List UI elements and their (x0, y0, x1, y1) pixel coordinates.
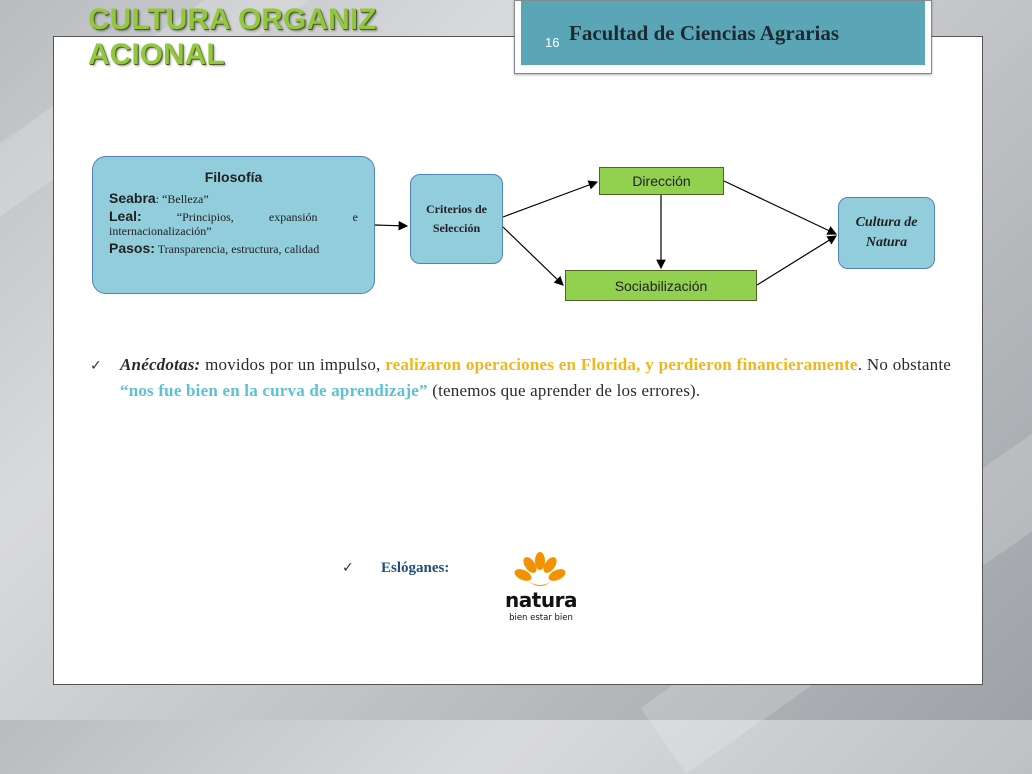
arrow-criterios-sociabilizacion (502, 226, 564, 286)
anecdotas-paragraph: Anécdotas: movidos por un impulso, reali… (120, 352, 951, 404)
svg-text:bien estar bien: bien estar bien (509, 613, 573, 623)
pasos-line: Pasos: Transparencia, estructura, calida… (109, 241, 358, 256)
arrow-sociabilizacion-cultura (756, 235, 838, 286)
leal-line: Leal: “Principios, expansión e internaci… (109, 209, 358, 238)
anecdotas-highlight-florida: realizaron operaciones en Florida, y per… (385, 355, 858, 374)
diagram-arrows (374, 180, 838, 286)
anecdotas-highlight-curva: “nos fue bien en la curva de aprendizaje… (120, 381, 428, 400)
arrow-direccion-cultura (723, 180, 838, 235)
direccion-box: Dirección (599, 167, 724, 195)
seabra-text: : “Belleza” (155, 192, 209, 206)
filosofia-box: Filosofía Seabra: “Belleza” Leal: “Princ… (92, 156, 375, 294)
leal-key: Leal: (109, 208, 142, 224)
sociabilizacion-box: Sociabilización (565, 270, 757, 301)
criterios-box: Criterios de Selección (410, 174, 503, 264)
filosofia-heading: Filosofía (204, 169, 263, 185)
seabra-key: Seabra (109, 190, 156, 206)
faculty-title: Facultad de Ciencias Agrarias (569, 21, 840, 45)
anecdotas-text-3: (tenemos que aprender de los errores). (427, 381, 701, 400)
direccion-label: Dirección (632, 173, 691, 189)
header-banner: 16 Facultad de Ciencias Agrarias (521, 1, 925, 65)
natura-logo-icon: natura bien estar bien (505, 552, 577, 623)
header-box: 16 Facultad de Ciencias Agrarias (514, 0, 932, 74)
arrow-criterios-direccion (502, 180, 599, 218)
leal-text: “Principios, expansión e internacionaliz… (109, 210, 358, 238)
seabra-line: Seabra: “Belleza” (109, 191, 358, 206)
sociabilizacion-label: Sociabilización (614, 277, 708, 294)
anecdotas-text-1: movidos por un impulso, (200, 355, 386, 374)
pasos-key: Pasos: (109, 240, 155, 256)
checkmark-icon: ✓ (90, 358, 102, 374)
pasos-text: Transparencia, estructura, calidad (154, 242, 320, 256)
anecdotas-label: Anécdotas: (120, 355, 201, 374)
arrow-filosofia-criterios (374, 220, 409, 231)
checkmark-icon: ✓ (342, 560, 354, 576)
criterios-label: Criterios de Selección (426, 202, 487, 235)
esloganes-label: Eslóganes: (381, 560, 450, 576)
slide-title: CULTURA ORGANIZACIONAL (88, 3, 377, 71)
page-number: 16 (545, 35, 560, 50)
svg-text:natura: natura (505, 588, 577, 612)
cultura-label: Cultura de Natura (855, 215, 918, 250)
cultura-box: Cultura de Natura (838, 197, 935, 269)
anecdotas-text-2: . No obstante (857, 355, 951, 374)
natura-logo: natura bien estar bien (500, 551, 582, 625)
